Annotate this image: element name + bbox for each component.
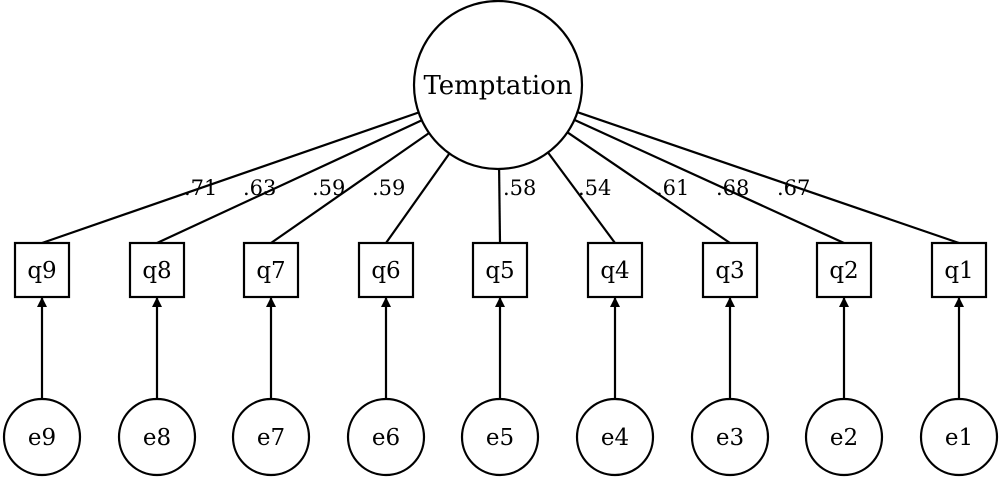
error-term-node [460,397,540,477]
indicator-label: q2 [829,258,858,284]
loading-value-label: .61 [656,176,689,200]
indicator-box [471,241,529,299]
loading-value-label: .71 [184,176,217,200]
loading-path [385,152,451,244]
loading-path [577,111,960,245]
indicator-box [242,241,300,299]
error-term-node [690,397,770,477]
nodes-layer: Temptation q9 e9 q8 e8 q7 e7 q6 e6 q5 e5 q4 e4 q3 e3 q… [2,0,999,477]
error-term-label: e8 [143,425,171,451]
indicator-label: q5 [485,258,514,284]
error-term-node [231,397,311,477]
indicator-label: q7 [256,258,285,284]
error-term-label: e9 [28,425,56,451]
error-term-label: e7 [257,425,285,451]
loading-labels-layer: .71 .63 .59 .59 .58 .54 .61 .68 .67 [184,176,810,200]
loading-path [498,168,502,244]
error-term-node [346,397,426,477]
latent-factor-node [412,0,584,171]
indicator-label: q9 [27,258,56,284]
loading-path [270,132,430,244]
indicator-box [815,241,873,299]
loading-path [156,119,423,244]
indicator-box [357,241,415,299]
loading-path [547,151,616,244]
error-term-node [575,397,655,477]
error-term-label: e1 [945,425,973,451]
error-term-node [2,397,82,477]
loading-value-label: .63 [243,176,276,200]
latent-factor-label: Temptation [423,71,572,101]
indicator-label: q3 [715,258,744,284]
indicator-box [13,241,71,299]
loading-value-label: .59 [372,176,405,200]
error-term-label: e5 [486,425,514,451]
loading-path [41,111,419,245]
error-term-node [919,397,999,477]
loading-value-label: .58 [503,176,536,200]
indicator-label: q8 [142,258,171,284]
indicator-label: q6 [371,258,400,284]
error-term-node [117,397,197,477]
loading-value-label: .54 [578,176,611,200]
error-term-node [804,397,884,477]
error-term-label: e2 [830,425,858,451]
indicator-box [930,241,988,299]
loading-value-label: .68 [716,176,749,200]
indicator-box [586,241,644,299]
loading-value-label: .67 [777,176,810,200]
indicator-label: q4 [600,258,629,284]
indicator-box [128,241,186,299]
loading-value-label: .59 [312,176,345,200]
error-term-label: e4 [601,425,629,451]
loading-path [566,131,731,244]
indicator-label: q1 [944,258,973,284]
indicator-box [701,241,759,299]
error-term-label: e6 [372,425,400,451]
edges-layer [37,111,964,399]
error-term-label: e3 [716,425,744,451]
loading-path [573,118,845,245]
